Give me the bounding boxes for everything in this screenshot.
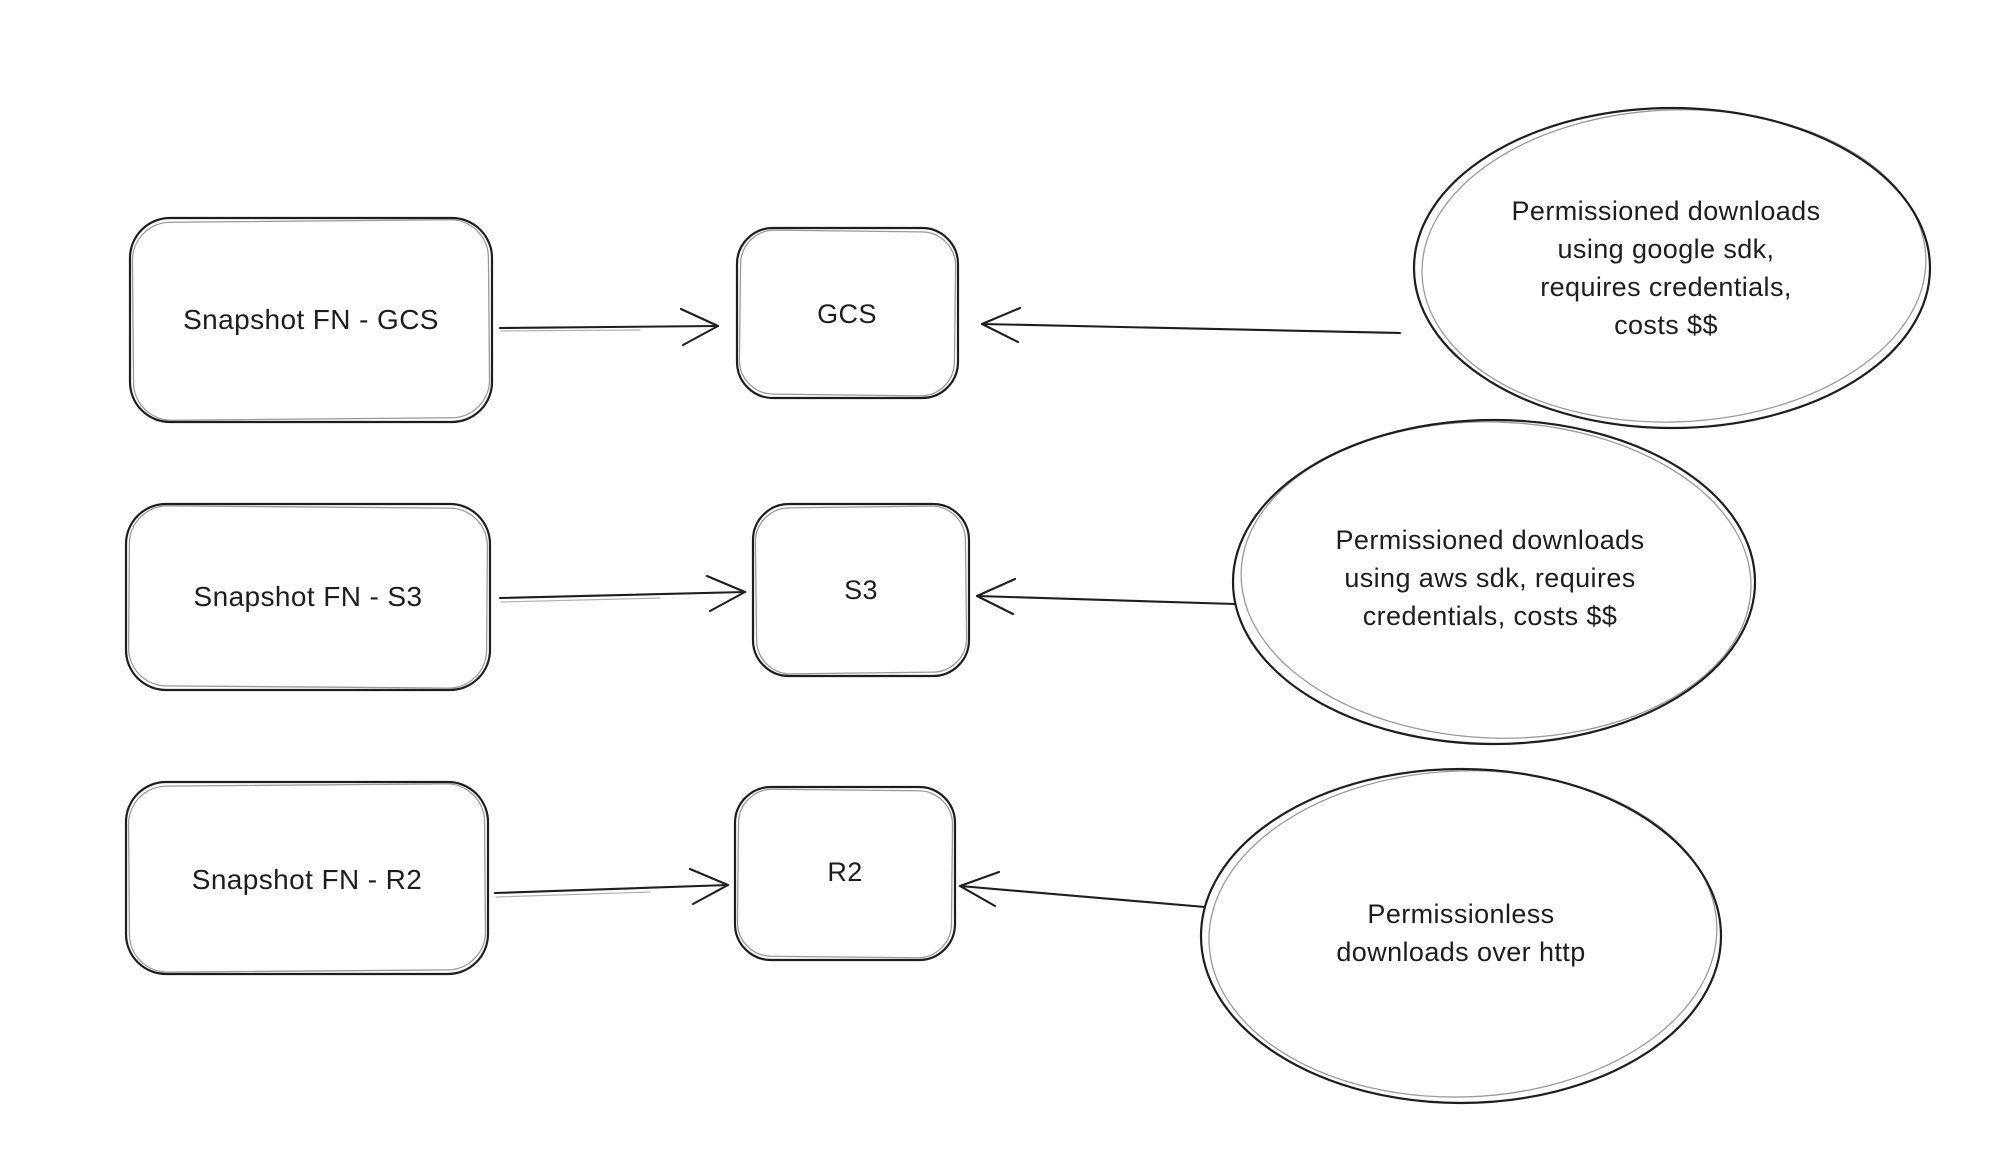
note-label-gcs: Permissioned downloads using google sdk,… <box>1511 196 1821 340</box>
target-box-gcs <box>735 226 960 400</box>
source-box-label-r2: Snapshot FN - R2 <box>191 864 423 895</box>
target-box-s3 <box>751 502 971 678</box>
target-box-label-r2: R2 <box>827 857 863 887</box>
arrow-note-to-target-gcs <box>980 306 1402 344</box>
source-box-r2 <box>124 780 490 976</box>
arrow-source-to-target-r2 <box>493 867 730 906</box>
target-box-r2 <box>733 785 957 962</box>
arrow-source-to-target-s3 <box>498 574 747 613</box>
arrow-note-to-target-r2 <box>958 870 1207 909</box>
source-box-gcs <box>128 216 494 424</box>
target-box-label-s3: S3 <box>844 575 878 605</box>
source-box-label-s3: Snapshot FN - S3 <box>193 581 423 612</box>
note-ellipse-gcs <box>1412 106 1932 430</box>
source-box-s3 <box>124 502 492 692</box>
note-ellipse-r2 <box>1199 767 1723 1105</box>
arrow-note-to-target-s3 <box>975 577 1237 616</box>
target-box-label-gcs: GCS <box>817 299 877 329</box>
arrow-source-to-target-gcs <box>498 307 720 347</box>
note-ellipse-s3 <box>1231 418 1757 746</box>
note-label-r2: Permissionless downloads over http <box>1336 899 1586 967</box>
note-label-s3: Permissioned downloads using aws sdk, re… <box>1335 525 1645 631</box>
source-box-label-gcs: Snapshot FN - GCS <box>183 304 439 335</box>
